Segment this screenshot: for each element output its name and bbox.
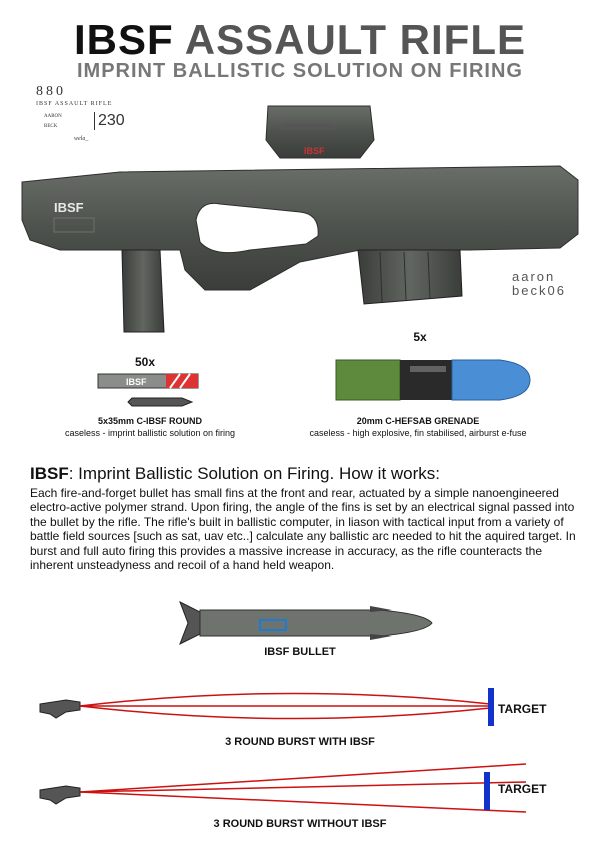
stamp-beck: BECK xyxy=(44,124,58,129)
scope-logo: IBSF xyxy=(304,146,325,156)
page-subtitle: IMPRINT BALLISTIC SOLUTION ON FIRING xyxy=(77,60,523,82)
rifle-illustration: IBSF IBSF xyxy=(21,105,579,333)
title-ibsf: IBSF xyxy=(73,16,174,63)
round-caption: 5x35mm C-IBSF ROUND caseless - imprint b… xyxy=(40,415,260,439)
page-title: IBSF ASSAULT RIFLE xyxy=(0,18,600,62)
heading-rest: : Imprint Ballistic Solution on Firing. … xyxy=(68,464,441,483)
round-clip-stripe xyxy=(166,374,198,388)
artist-stamp: 880 IBSF ASSAULT RIFLE AARON BECK 230 we… xyxy=(34,84,134,152)
stamp-sig: wela_ xyxy=(74,136,89,142)
bullet-rear-fins xyxy=(179,600,201,646)
bullet-chip xyxy=(259,619,287,631)
explanation-body: Each fire-and-forget bullet has small fi… xyxy=(30,486,576,573)
rear-magazine xyxy=(121,249,165,333)
scope-housing xyxy=(265,105,375,159)
round-clip-label: IBSF xyxy=(126,377,147,387)
stamp-aaron: AARON xyxy=(44,114,62,119)
round-desc: caseless - imprint ballistic solution on… xyxy=(64,428,236,438)
section-heading: IBSF: Imprint Ballistic Solution on Firi… xyxy=(30,464,440,484)
burst-without-trajectory-bottom xyxy=(79,791,527,813)
bullet-body xyxy=(199,609,433,637)
bullet-front-fins xyxy=(370,606,392,640)
scope-slit xyxy=(282,124,332,130)
burst-with-diagram xyxy=(39,688,494,726)
round-illustration: IBSF xyxy=(97,373,199,407)
heading-bold: IBSF xyxy=(30,464,69,483)
round-name: 5x35mm C-IBSF ROUND xyxy=(97,416,203,426)
grenade-magazine xyxy=(357,249,463,305)
signature-line1: aaron xyxy=(512,269,556,284)
grenade-caption: 20mm C-HEFSAB GRENADE caseless - high ex… xyxy=(298,415,538,439)
burst-without-diagram xyxy=(39,763,527,813)
burst-with-caption: 3 ROUND BURST WITH IBSF xyxy=(225,736,375,748)
burst-without-trajectory-top xyxy=(79,763,527,793)
burst-with-trajectory-top xyxy=(79,692,491,707)
bullet-diagram xyxy=(179,600,433,646)
round-bullet xyxy=(127,397,194,407)
grenade-casing xyxy=(335,359,401,401)
title-assault-rifle: ASSAULT RIFLE xyxy=(184,16,526,63)
grip-opening xyxy=(195,202,319,254)
burst-with-target-label: TARGET xyxy=(498,702,547,716)
grenade-illustration xyxy=(335,359,531,401)
stamp-number: 880 xyxy=(36,84,66,99)
stock-emblem xyxy=(53,217,95,233)
burst-without-rifle-icon xyxy=(39,785,81,805)
burst-without-target-label: TARGET xyxy=(498,782,547,796)
burst-without-target-marker xyxy=(484,772,490,810)
artist-signature: aaron beck06 xyxy=(512,270,582,298)
burst-without-caption: 3 ROUND BURST WITHOUT IBSF xyxy=(213,818,387,830)
round-count: 50x xyxy=(134,355,156,369)
bullet-label: IBSF BULLET xyxy=(264,646,336,658)
burst-with-trajectory-bottom xyxy=(79,705,491,720)
stamp-name: IBSF ASSAULT RIFLE xyxy=(36,101,113,107)
signature-line2: beck06 xyxy=(512,283,566,298)
burst-without-trajectory-middle xyxy=(79,781,527,793)
grenade-desc: caseless - high explosive, fin stabilise… xyxy=(309,428,527,438)
stamp-value: 230 xyxy=(94,112,125,130)
grenade-name: 20mm C-HEFSAB GRENADE xyxy=(356,416,480,426)
grenade-tip xyxy=(451,359,531,401)
grenade-count: 5x xyxy=(413,330,427,344)
stock-logo: IBSF xyxy=(54,200,84,215)
burst-with-rifle-icon xyxy=(39,699,81,719)
burst-with-target-marker xyxy=(488,688,494,726)
